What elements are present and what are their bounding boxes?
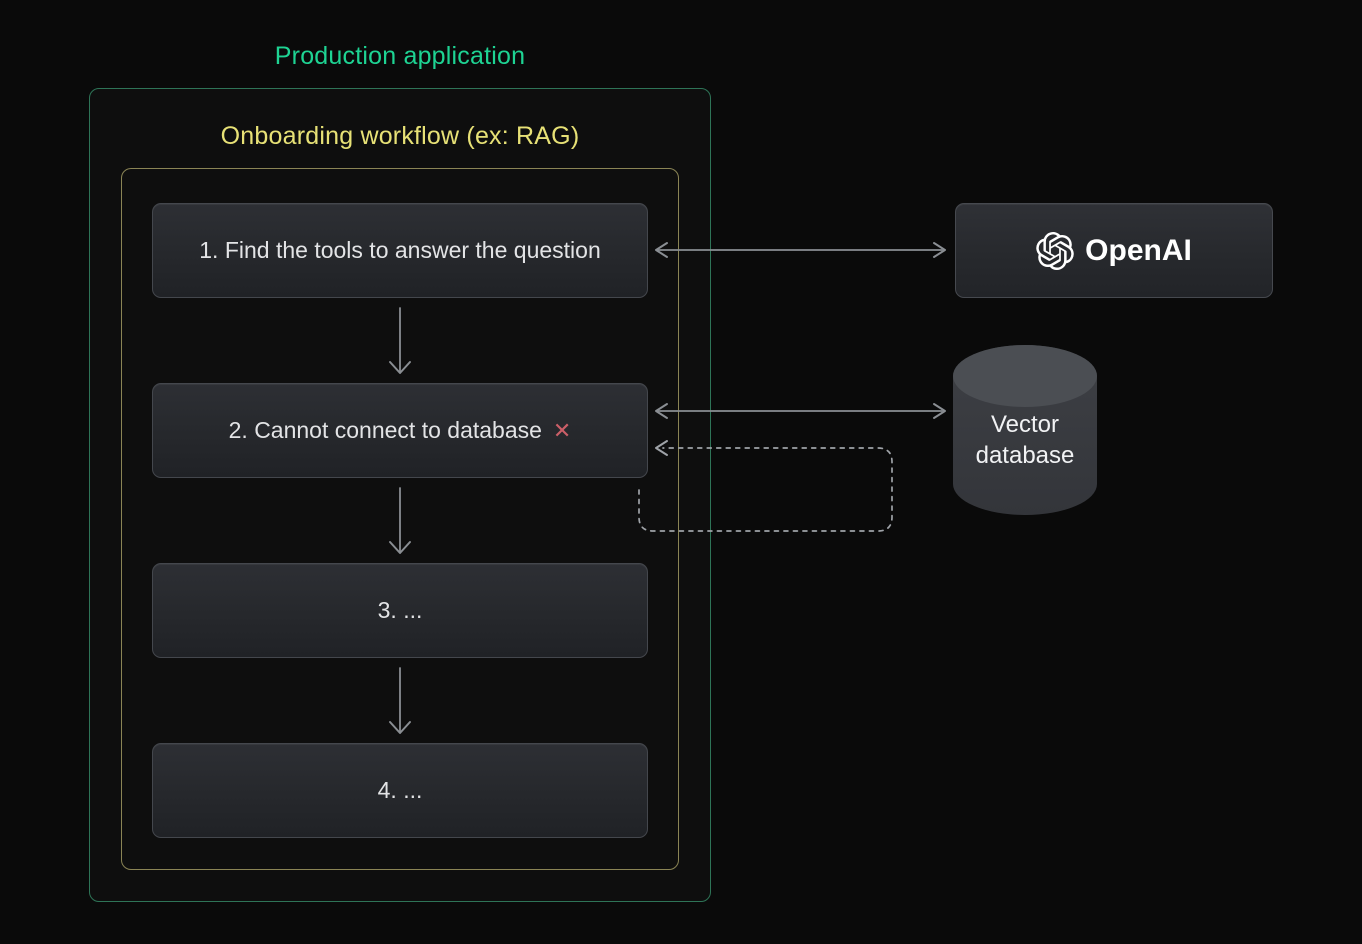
error-x-icon: ✕ bbox=[552, 417, 572, 443]
workflow-title: Onboarding workflow (ex: RAG) bbox=[220, 122, 580, 150]
openai-node: OpenAI bbox=[955, 203, 1273, 298]
production-app-title: Production application bbox=[274, 42, 526, 70]
step-1-label: 1. Find the tools to answer the question bbox=[199, 237, 601, 263]
openai-label: OpenAI bbox=[1085, 233, 1192, 267]
openai-logo-icon bbox=[1036, 231, 1074, 270]
vector-db-label-line2: database bbox=[975, 442, 1075, 469]
vector-db-label-line1: Vector bbox=[990, 411, 1060, 438]
vector-db-label: Vector database bbox=[953, 409, 1097, 471]
step-1-node: 1. Find the tools to answer the question bbox=[152, 203, 648, 298]
step-4-label: 4. ... bbox=[377, 777, 423, 803]
step-2-label: 2. Cannot connect to database bbox=[228, 417, 542, 443]
step-2-node: 2. Cannot connect to database ✕ bbox=[152, 383, 648, 478]
step-4-node: 4. ... bbox=[152, 743, 648, 838]
step-3-label: 3. ... bbox=[377, 597, 423, 623]
step-3-node: 3. ... bbox=[152, 563, 648, 658]
